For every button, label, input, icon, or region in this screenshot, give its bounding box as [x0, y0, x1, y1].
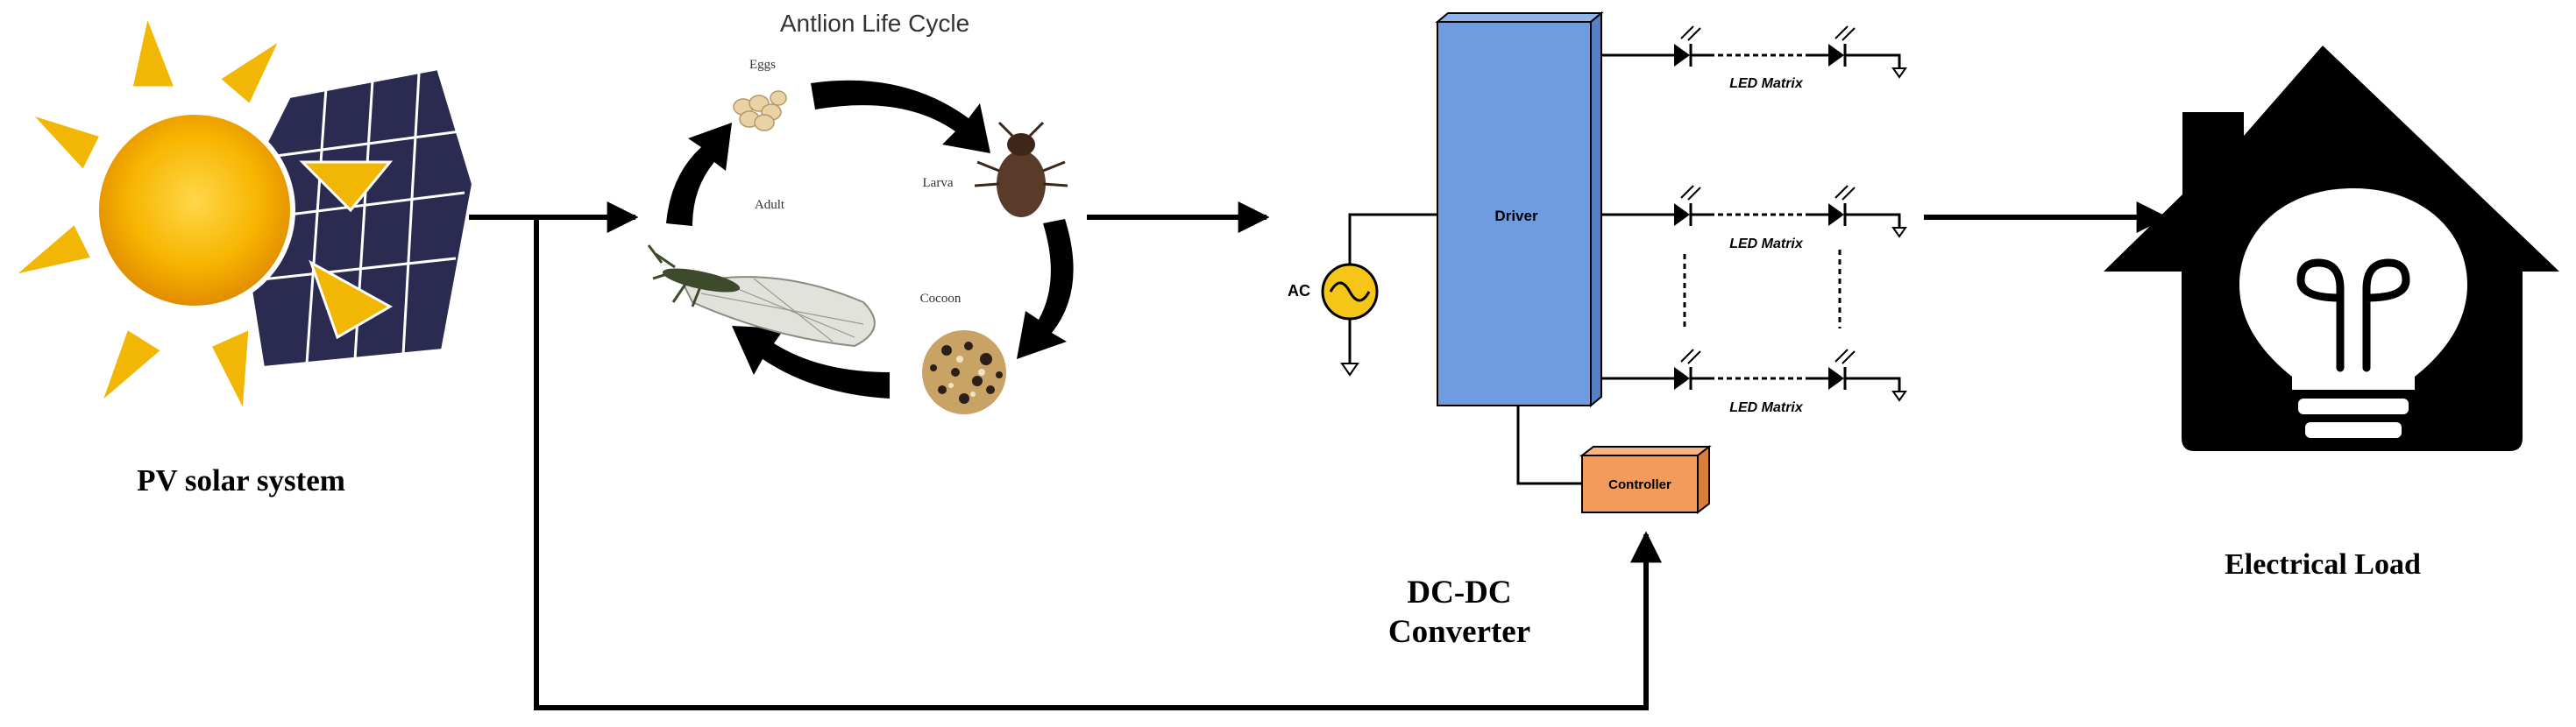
ground-icon — [1340, 363, 1359, 377]
led-icon — [1674, 203, 1690, 226]
ground-icon — [1891, 227, 1907, 238]
eggs-icon — [733, 90, 787, 131]
led-matrix-label: LED Matrix — [1729, 400, 1804, 415]
adult-antlion-icon — [647, 244, 876, 348]
controller-label: Controller — [1608, 477, 1671, 492]
controller-block: Controller — [1579, 444, 1712, 515]
connection-lines — [469, 201, 2168, 710]
load-label: Electrical Load — [2225, 548, 2421, 581]
led-row-3: LED Matrix — [1601, 349, 1907, 415]
sun-rays-icon — [12, 11, 394, 417]
led-icon — [1674, 44, 1690, 67]
converter-title-line1: DC-DC — [1407, 575, 1511, 611]
ground-icon — [1891, 391, 1907, 402]
cocoon-icon — [922, 330, 1006, 414]
cycle-arrow-eggs-to-larva — [811, 80, 990, 153]
led-icon — [1828, 44, 1844, 67]
cycle-arrow-cocoon-to-adult — [732, 326, 890, 399]
stage-label-adult: Adult — [755, 198, 785, 212]
electrical-load: Electrical Load — [2104, 46, 2559, 581]
antlion-title: Antlion Life Cycle — [780, 10, 969, 37]
pv-solar-system: PV solar system — [12, 11, 476, 498]
led-row-2: LED Matrix — [1601, 185, 1907, 251]
led-icon — [1828, 367, 1844, 390]
dc-dc-converter: AC Driver Controller — [1288, 11, 1907, 650]
driver-label: Driver — [1494, 208, 1538, 224]
ac-source: AC — [1288, 213, 1437, 377]
led-matrix-label: LED Matrix — [1729, 236, 1804, 251]
antlion-life-cycle: Antlion Life Cycle Eggs — [647, 10, 1074, 414]
pv-label: PV solar system — [137, 463, 345, 498]
led-row-1: LED Matrix — [1601, 25, 1907, 91]
stage-label-eggs: Eggs — [749, 58, 776, 72]
led-icon — [1674, 367, 1690, 390]
larva-icon — [974, 121, 1068, 217]
feedback-line — [534, 217, 1662, 710]
led-icon — [1828, 203, 1844, 226]
ground-icon — [1891, 67, 1907, 79]
stage-label-cocoon: Cocoon — [920, 292, 962, 306]
cycle-arrow-larva-to-cocoon — [1017, 219, 1074, 359]
converter-title-line2: Converter — [1388, 614, 1530, 650]
led-matrix-label: LED Matrix — [1729, 76, 1804, 91]
led-matrix-continuation — [1683, 250, 1842, 328]
light-bulb-icon — [2239, 188, 2467, 438]
driver-block: Driver — [1435, 11, 1604, 408]
cycle-arrows — [666, 80, 1074, 399]
sun-icon — [94, 109, 295, 311]
solar-panel-icon — [234, 66, 476, 371]
stage-label-larva: Larva — [923, 176, 954, 190]
ac-label: AC — [1288, 282, 1310, 300]
cycle-arrow-adult-to-eggs — [666, 123, 732, 226]
